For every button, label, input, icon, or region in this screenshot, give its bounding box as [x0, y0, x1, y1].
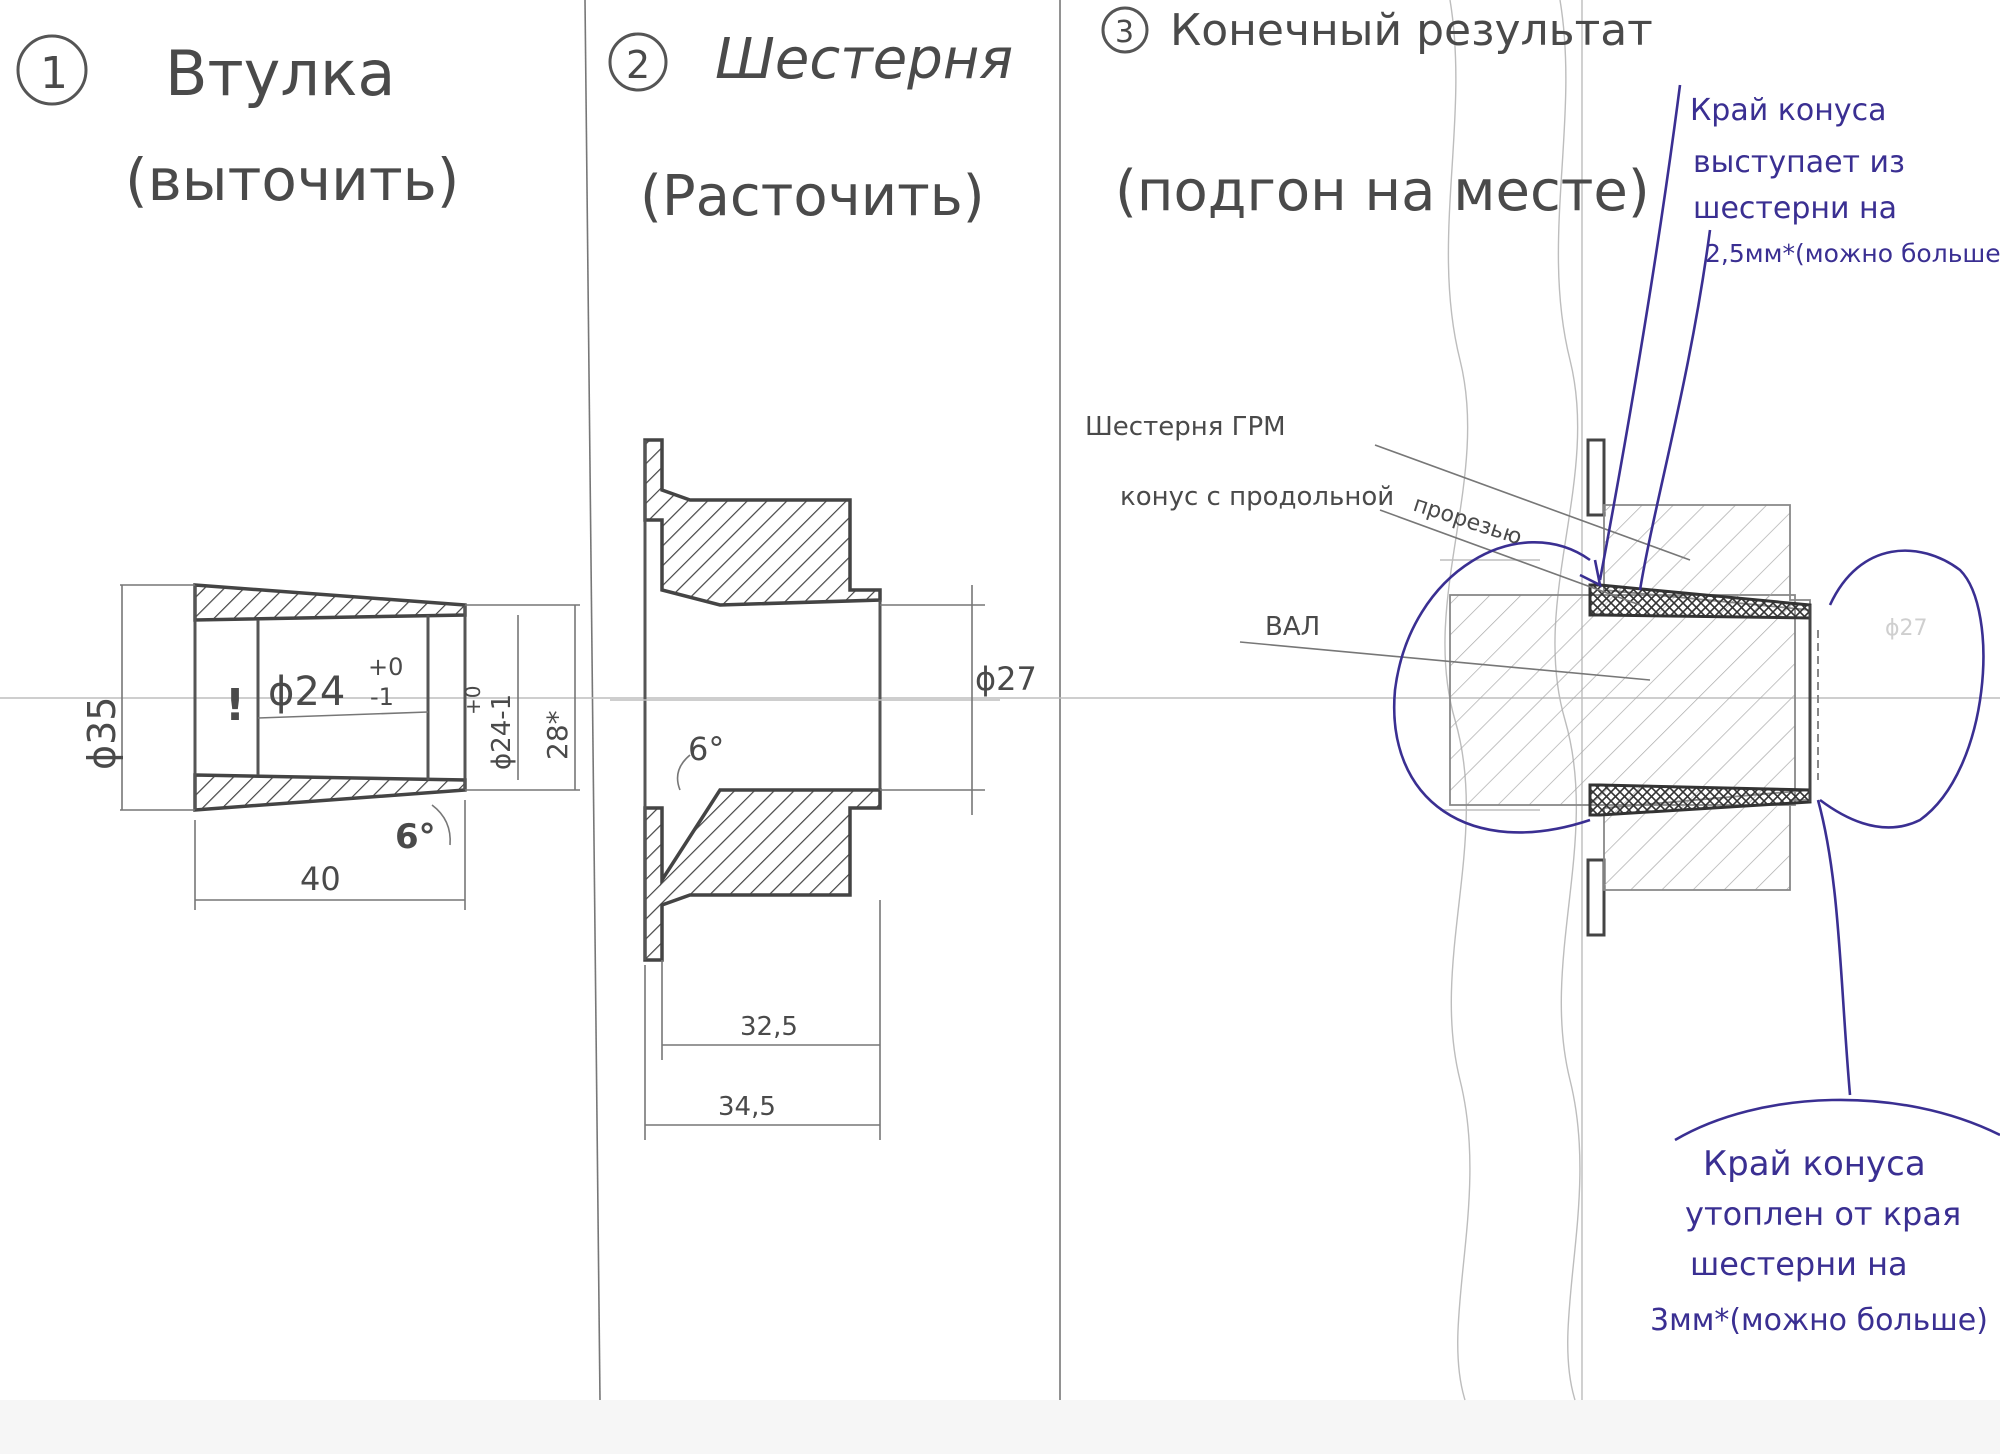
- panel-2-number: 2: [626, 43, 650, 87]
- blue-loop-right: [1819, 549, 1985, 829]
- gear-angle-arc: [676, 754, 691, 791]
- dim-bore: ϕ27: [975, 660, 1037, 698]
- gear-angle: 6°: [688, 730, 724, 768]
- dim-28: 28*: [541, 710, 574, 760]
- note-top-leader-2: [1638, 229, 1712, 591]
- note-bottom-line-1: Край конуса: [1703, 1144, 1926, 1184]
- dim-small-end: ϕ24-1: [487, 694, 517, 770]
- gear-upper-section: [643, 438, 882, 607]
- note-top-line-2: выступает из: [1693, 145, 1905, 180]
- faint-dim: ϕ27: [1885, 616, 1928, 641]
- panel-1-subtitle: (выточить): [125, 146, 459, 214]
- gear-flange-bottom: [1586, 858, 1606, 937]
- panel-1: 1 Втулка (выточить) ! ϕ24 +0 -1 ϕ35 ϕ24-…: [16, 34, 580, 910]
- panel-3-title: Конечный результат: [1170, 5, 1653, 56]
- label-gear: Шестерня ГРМ: [1085, 412, 1286, 442]
- panel-1-title: Втулка: [165, 37, 395, 110]
- note-top-arrowhead: [1579, 559, 1602, 588]
- panel-3: 3 Конечный результат (подгон на месте) Ш…: [1085, 5, 2000, 1338]
- note-top-line-3: шестерни на: [1693, 191, 1897, 226]
- note-top-leader-1: [1598, 84, 1682, 581]
- gear-flange-top: [1586, 438, 1606, 517]
- tol-lower: -1: [370, 683, 394, 711]
- dim-outer: ϕ35: [80, 697, 124, 770]
- shaft-section: [1449, 594, 1796, 806]
- tol-small-end: +0: [461, 686, 485, 715]
- panel-1-number-circle: [16, 34, 88, 106]
- note-bottom-leader: [1816, 799, 1852, 1096]
- gear-lower-section: [643, 788, 882, 962]
- note-bottom-line-4: 3мм*(можно больше): [1650, 1303, 1988, 1338]
- bushing-lower-wall: [193, 773, 467, 812]
- panel-3-number: 3: [1115, 15, 1134, 50]
- note-bottom-line-2: утоплен от края: [1685, 1195, 1961, 1233]
- warning-mark: !: [225, 680, 245, 731]
- leader-shaft: [1239, 641, 1651, 681]
- panel-3-number-circle: [1101, 6, 1149, 54]
- panel-2-subtitle: (Расточить): [640, 164, 985, 229]
- label-cone: конус с продольной: [1120, 482, 1394, 512]
- note-bottom-line-3: шестерни на: [1690, 1245, 1908, 1283]
- note-top-line-1: Край конуса: [1690, 93, 1886, 128]
- dim-length: 40: [300, 860, 341, 898]
- paper-edge: [0, 1400, 2000, 1454]
- label-shaft: ВАЛ: [1265, 612, 1320, 642]
- note-top-line-4: 2,5мм*(можно больше): [1705, 239, 2000, 268]
- leader-gear: [1374, 444, 1691, 561]
- panel-3-subtitle: (подгон на месте): [1115, 159, 1650, 224]
- blue-loop-left: [1392, 541, 1591, 834]
- inner-dim-leader: [257, 711, 429, 719]
- note-bottom-arc: [1674, 1098, 2000, 1142]
- panel-2-number-circle: [608, 32, 668, 92]
- tol-upper: +0: [368, 653, 403, 681]
- bushing-upper-wall: [193, 583, 467, 622]
- panel-1-number: 1: [40, 48, 68, 99]
- leader-cone: [1379, 509, 1641, 606]
- dim-inner: ϕ24: [268, 669, 345, 715]
- angle-label: 6°: [395, 817, 436, 857]
- divider-1: [584, 0, 601, 1401]
- dim-len-b: 34,5: [718, 1092, 776, 1122]
- dim-len-a: 32,5: [740, 1012, 798, 1042]
- angle-arc: [431, 804, 451, 846]
- panel-2: 2 Шестерня (Расточить) ϕ27 6° 32,5 34,5: [608, 27, 1037, 1140]
- panel-2-title: Шестерня: [715, 27, 1013, 92]
